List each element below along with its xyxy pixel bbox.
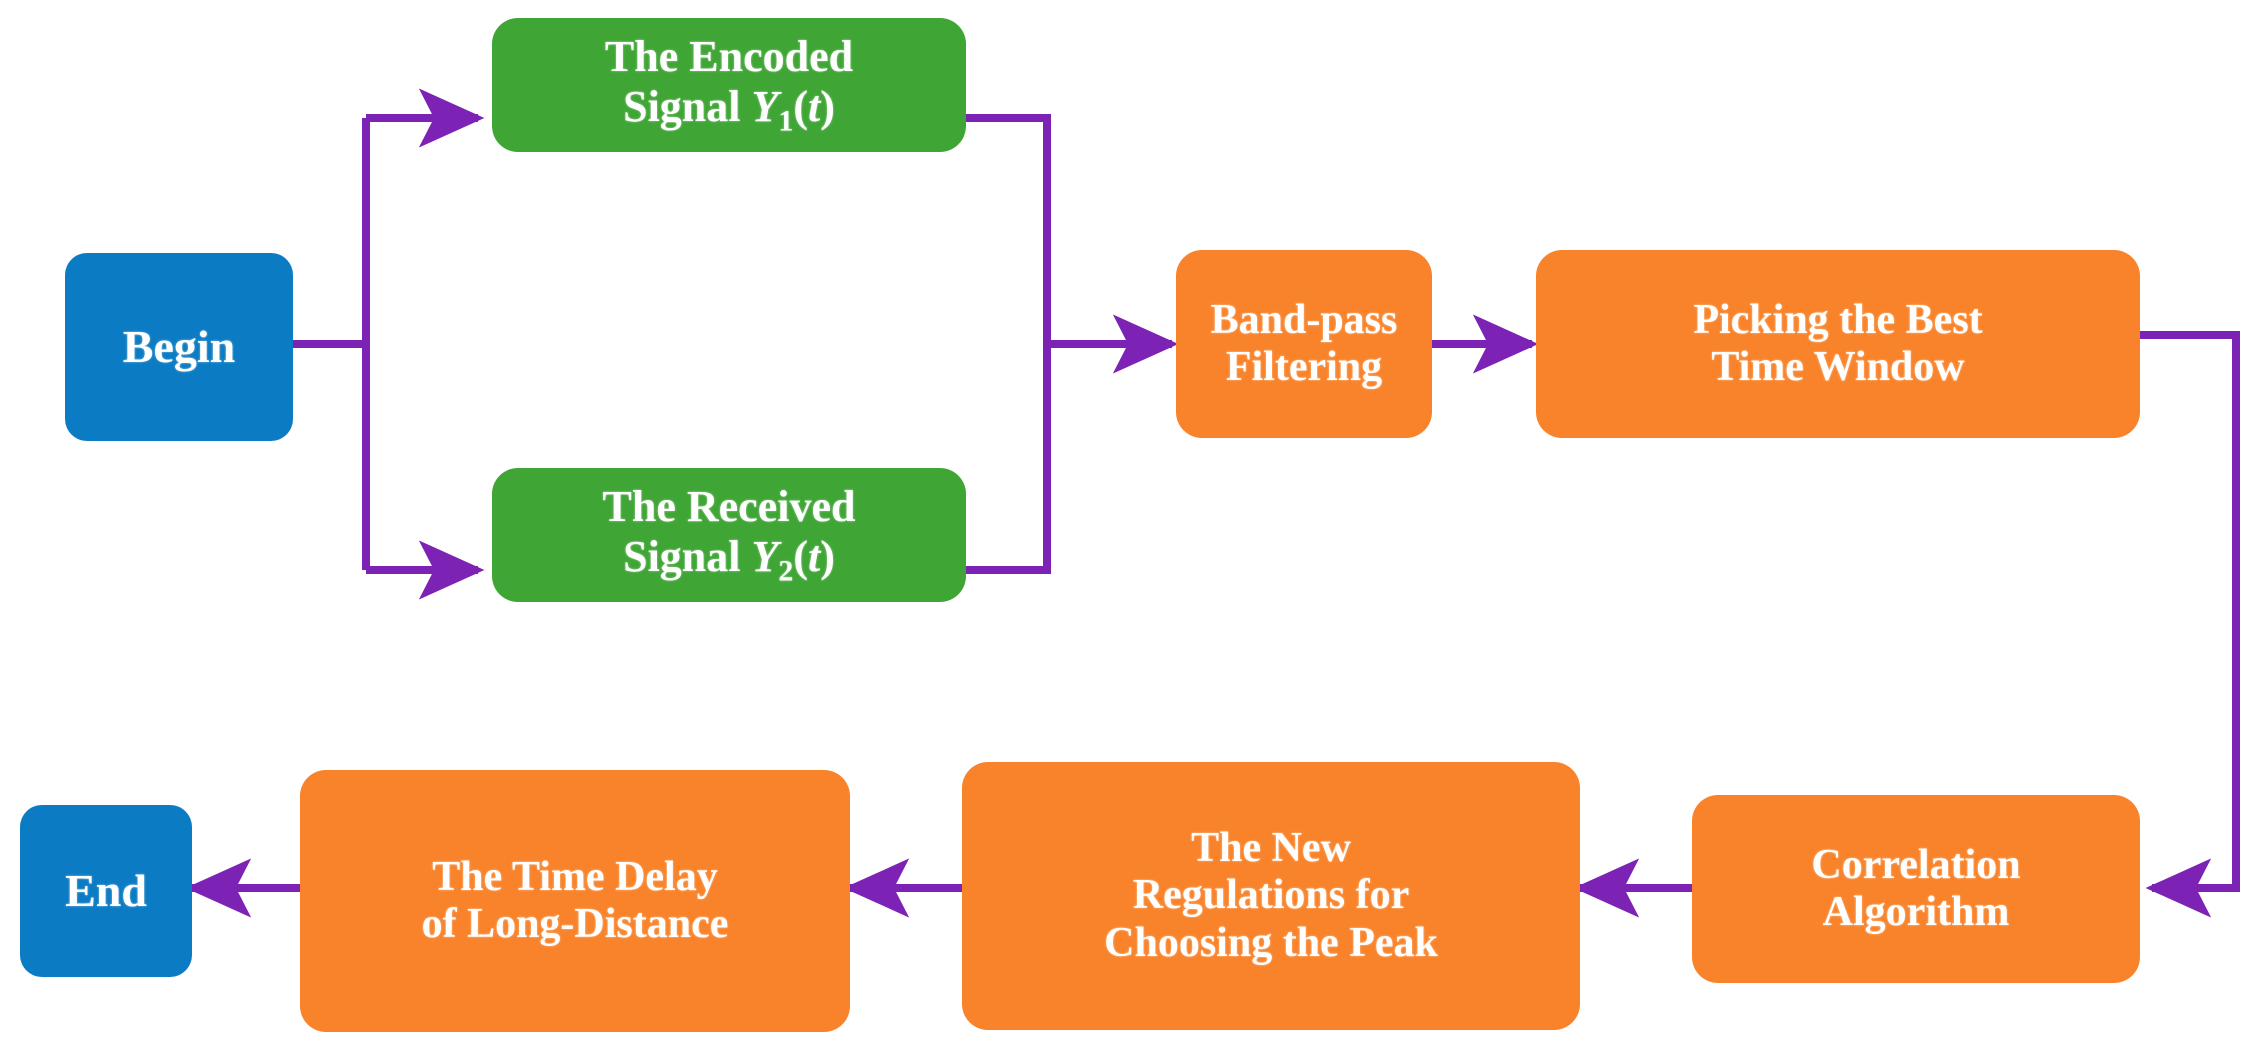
node-picking-best-time-window-label: Picking the Best Time Window xyxy=(1546,297,2130,391)
node-received-signal-line-1: The Received xyxy=(602,482,856,532)
edge-received-to-merge xyxy=(965,344,1051,574)
node-time-delay[interactable]: The Time Delay of Long-Distance xyxy=(300,770,850,1032)
node-encoded-signal[interactable]: The Encoded Signal Y1(t) xyxy=(492,18,966,152)
node-new-regulations-line-3: Choosing the Peak xyxy=(1104,919,1438,966)
encoded-signal-word: Signal xyxy=(623,81,752,131)
encoded-signal-symbol: Y xyxy=(751,81,779,131)
node-encoded-signal-line-2: Signal Y1(t) xyxy=(502,82,956,138)
node-picking-best-time-window-line-1: Picking the Best xyxy=(1693,296,1983,343)
node-band-pass-filtering-label: Band-pass Filtering xyxy=(1186,297,1422,391)
node-encoded-signal-line-1: The Encoded xyxy=(604,32,854,82)
node-correlation-algorithm-label: Correlation Algorithm xyxy=(1702,842,2130,936)
node-band-pass-filtering[interactable]: Band-pass Filtering xyxy=(1176,250,1432,438)
edge-encoded-to-merge xyxy=(965,114,1051,344)
edge-picking-to-correlation xyxy=(2140,331,2240,918)
node-new-regulations[interactable]: The New Regulations for Choosing the Pea… xyxy=(962,762,1580,1030)
node-correlation-algorithm[interactable]: Correlation Algorithm xyxy=(1692,795,2140,983)
encoded-signal-subscript: 1 xyxy=(778,104,794,138)
node-received-signal-line-2: Signal Y2(t) xyxy=(502,532,956,588)
node-new-regulations-line-2: Regulations for xyxy=(1132,872,1410,919)
node-picking-best-time-window[interactable]: Picking the Best Time Window xyxy=(1536,250,2140,438)
node-time-delay-label: The Time Delay of Long-Distance xyxy=(310,854,840,948)
received-signal-symbol: Y xyxy=(751,531,779,581)
node-new-regulations-line-1: The New xyxy=(1191,825,1351,872)
node-band-pass-filtering-line-2: Filtering xyxy=(1225,344,1383,390)
node-time-delay-line-2: of Long-Distance xyxy=(421,901,729,947)
encoded-signal-arg: t xyxy=(808,81,821,131)
node-begin[interactable]: Begin xyxy=(65,253,293,441)
node-end-label: End xyxy=(65,865,147,917)
node-received-signal-label: The Received Signal Y2(t) xyxy=(502,482,956,587)
node-received-signal[interactable]: The Received Signal Y2(t) xyxy=(492,468,966,602)
received-signal-word: Signal xyxy=(623,531,752,581)
node-encoded-signal-label: The Encoded Signal Y1(t) xyxy=(502,32,956,137)
node-time-delay-line-1: The Time Delay xyxy=(432,853,718,900)
node-begin-label: Begin xyxy=(122,321,236,373)
encoded-signal-paren-close: ) xyxy=(820,81,835,131)
node-new-regulations-label: The New Regulations for Choosing the Pea… xyxy=(972,825,1570,966)
node-correlation-algorithm-line-2: Algorithm xyxy=(1822,889,2010,935)
node-correlation-algorithm-line-1: Correlation xyxy=(1811,841,2021,888)
node-end[interactable]: End xyxy=(20,805,192,977)
received-signal-subscript: 2 xyxy=(778,554,794,588)
received-signal-arg: t xyxy=(808,531,821,581)
received-signal-paren-open: ( xyxy=(793,531,808,581)
encoded-signal-paren-open: ( xyxy=(793,81,808,131)
received-signal-paren-close: ) xyxy=(820,531,835,581)
node-band-pass-filtering-line-1: Band-pass xyxy=(1210,296,1398,343)
node-picking-best-time-window-line-2: Time Window xyxy=(1711,344,1965,390)
